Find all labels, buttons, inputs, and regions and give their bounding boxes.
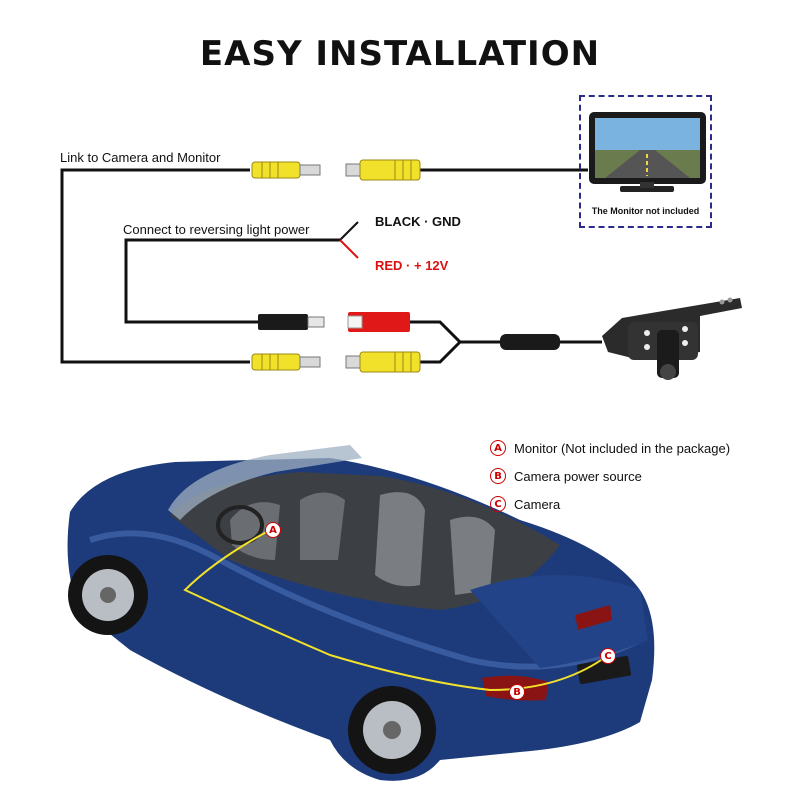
monitor-icon [589,112,706,192]
legend-item-b: B Camera power source [490,462,730,490]
cable-junction [500,334,560,350]
car-illustration [67,445,655,781]
monitor-frame [579,95,712,228]
legend-mark-c: C [490,496,506,512]
cable-lines [60,168,602,364]
link-label: Link to Camera and Monitor [60,150,221,165]
legend: A Monitor (Not included in the package) … [490,434,730,518]
page-title: EASY INSTALLATION [199,34,601,74]
legend-text-a: Monitor (Not included in the package) [514,440,731,456]
black-gnd-label: BLACK · GND [375,214,461,229]
connect-label: Connect to reversing light power [123,222,310,237]
monitor-caption: The Monitor not included [591,206,700,216]
point-b-marker: B [509,684,525,700]
red-power-plug [347,312,410,332]
legend-mark-a: A [490,440,506,456]
legend-text-c: Camera [514,496,561,512]
legend-item-a: A Monitor (Not included in the package) [490,434,730,462]
rca-plug-male-bottom [251,353,321,371]
rca-plug-female-bottom [345,351,421,373]
rca-plug-male-top [251,161,321,179]
point-c-marker: C [600,648,616,664]
red-wire [339,239,359,259]
point-a-marker: A [265,522,281,538]
black-power-plug [258,314,325,330]
legend-mark-b: B [490,468,506,484]
red-12v-label: RED · + 12V [375,258,449,273]
legend-text-b: Camera power source [514,468,642,484]
legend-item-c: C Camera [490,490,730,518]
camera-icon [602,297,742,380]
rca-plug-female-top [345,159,421,181]
